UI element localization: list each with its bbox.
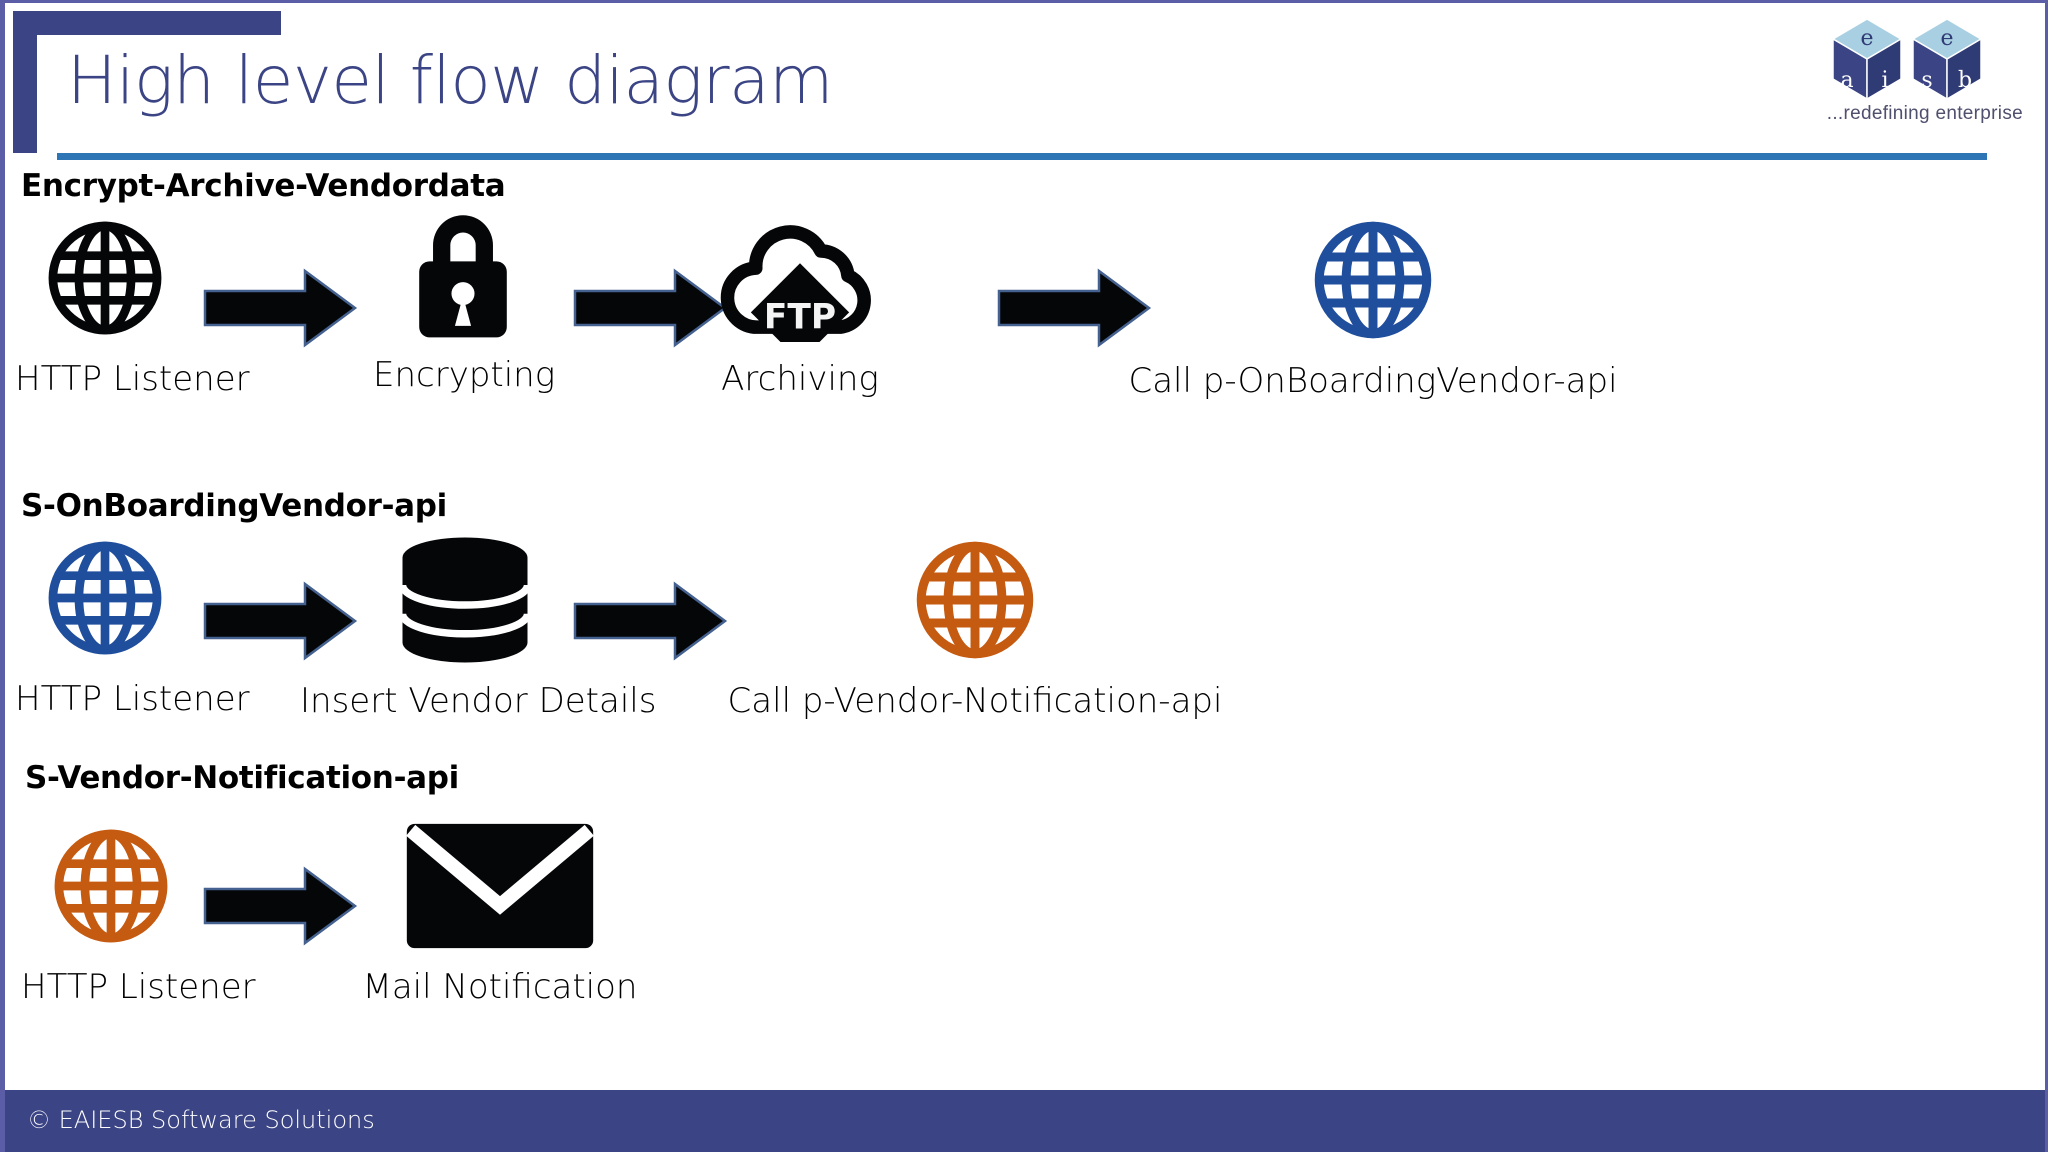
globe-icon bbox=[15, 533, 195, 663]
svg-text:b: b bbox=[1958, 68, 1972, 93]
svg-text:i: i bbox=[1881, 68, 1888, 93]
ftp-cloud-icon: FTP bbox=[700, 213, 900, 343]
eaiesb-logo: e a i e s b bbox=[1825, 11, 2025, 133]
node-label: HTTP Listener bbox=[15, 679, 250, 719]
node-label: Insert Vendor Details bbox=[300, 681, 657, 721]
globe-icon bbox=[675, 535, 1275, 665]
arrow-icon-1b bbox=[571, 265, 729, 356]
lock-icon bbox=[373, 209, 553, 339]
node-insert-vendor-details: Insert Vendor Details bbox=[300, 535, 657, 721]
node-label: Call p-OnBoardingVendor-api bbox=[1128, 361, 1618, 401]
arrow-icon-3a bbox=[201, 863, 359, 954]
title-underline-rule bbox=[57, 153, 1987, 160]
node-label: HTTP Listener bbox=[15, 359, 250, 399]
node-archiving: FTP Archiving bbox=[700, 213, 900, 399]
node-mail-notification: Mail Notification bbox=[335, 821, 665, 1007]
globe-icon bbox=[1103, 215, 1643, 345]
globe-icon bbox=[21, 821, 201, 951]
title-corner-bracket-top bbox=[13, 11, 281, 35]
svg-text:e: e bbox=[1940, 26, 1953, 51]
node-call-vendor-notification-api: Call p-Vendor-Notification-api bbox=[675, 535, 1275, 721]
arrow-icon-1c bbox=[995, 265, 1153, 356]
arrow-icon-2b bbox=[571, 578, 729, 669]
mail-icon bbox=[335, 821, 665, 951]
node-http-listener-1: HTTP Listener bbox=[15, 213, 250, 399]
node-http-listener-3: HTTP Listener bbox=[21, 821, 256, 1007]
node-label: Archiving bbox=[721, 359, 879, 399]
globe-icon bbox=[15, 213, 195, 343]
node-label: Encrypting bbox=[373, 355, 556, 395]
svg-text:s: s bbox=[1921, 68, 1932, 93]
page-title: High level flow diagram bbox=[67, 42, 833, 119]
section-heading-s-vendor-notification-api: S-Vendor-Notification-api bbox=[25, 760, 459, 796]
database-icon bbox=[300, 535, 630, 665]
node-http-listener-2: HTTP Listener bbox=[15, 533, 250, 719]
node-label: Call p-Vendor-Notification-api bbox=[727, 681, 1223, 721]
section-heading-s-onboardingvendor-api: S-OnBoardingVendor-api bbox=[21, 488, 447, 524]
svg-text:e: e bbox=[1860, 26, 1873, 51]
arrow-icon-2a bbox=[201, 578, 359, 669]
title-corner-bracket-left bbox=[13, 11, 37, 153]
svg-text:a: a bbox=[1840, 68, 1853, 93]
node-encrypting: Encrypting bbox=[373, 209, 556, 395]
node-call-onboardingvendor-api: Call p-OnBoardingVendor-api bbox=[1103, 215, 1643, 401]
svg-text:FTP: FTP bbox=[764, 297, 836, 337]
section-heading-encrypt-archive-vendordata: Encrypt-Archive-Vendordata bbox=[21, 168, 506, 204]
logo-tagline: ...redefining enterprise bbox=[1826, 103, 2023, 124]
node-label: HTTP Listener bbox=[21, 967, 256, 1007]
node-label: Mail Notification bbox=[362, 967, 638, 1007]
footer-copyright: © EAIESB Software Solutions bbox=[27, 1106, 375, 1134]
logo-cubes-icon: e a i e s b bbox=[1831, 18, 1983, 101]
slide-footer: © EAIESB Software Solutions bbox=[5, 1090, 2045, 1152]
arrow-icon-1a bbox=[201, 265, 359, 356]
